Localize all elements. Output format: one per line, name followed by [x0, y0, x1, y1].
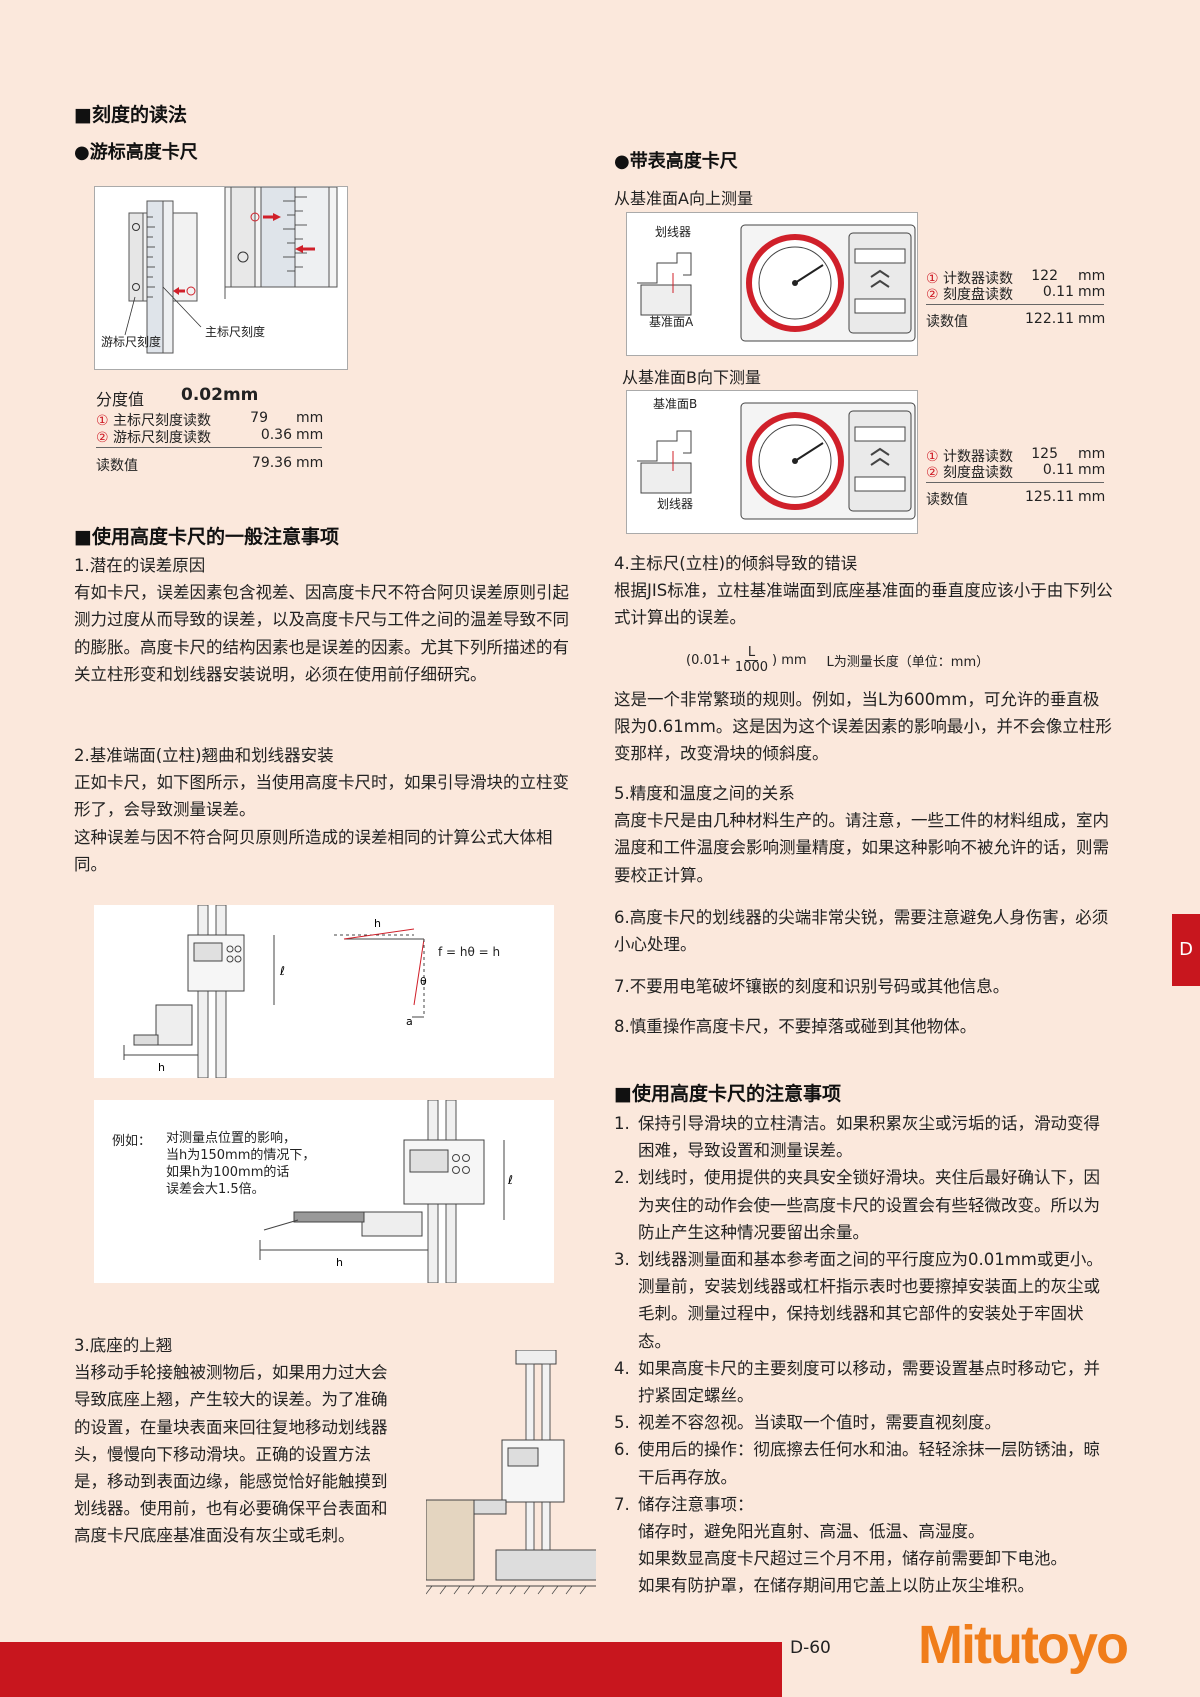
scriber-label-a: 划线器	[655, 225, 692, 239]
s2-text-1: 正如卡尺，如下图所示，当使用高度卡尺时，如果引导滑块的立柱变形了，会导致测量误差…	[74, 773, 569, 820]
resolution-label: 分度值	[96, 390, 145, 409]
perpendicularity-formula: (0.01+ L 1000 ) mm L为测量长度（单位：mm）	[686, 644, 990, 675]
s2-text-2: 这种误差与因不符合阿贝原则所造成的误差相同的计算公式大体相同。	[74, 827, 553, 874]
s5-title: 5.精度和温度之间的关系	[614, 784, 795, 803]
column-deformation-figure: h ℓ h θ a f = hθ = h	[94, 904, 554, 1079]
s5-text: 高度卡尺是由几种材料生产的。请注意，一些工件的材料组成，室内温度和工件温度会影响…	[614, 811, 1109, 885]
reading-divider	[96, 447, 322, 448]
section-7: 7.不要用电笔破坏镶嵌的刻度和识别号码或其他信息。	[614, 977, 1010, 996]
section-4: 4.主标尺(立柱)的倾斜导致的错误 根据JIS标准，立柱基准端面到底座基准面的垂…	[614, 550, 1114, 632]
s3-title: 3.底座的上翘	[74, 1336, 173, 1355]
base-lift-figure	[425, 1349, 617, 1600]
dial-figure-b: 基准面B 划线器	[626, 390, 918, 534]
s1-text: 有如卡尺，误差因素包含视差、因高度卡尺不符合阿贝误差原则引起测力过度从而导致的误…	[74, 583, 569, 684]
caution-item-5: 5.视差不容忽视。当读取一个值时，需要直视刻度。	[614, 1413, 1001, 1433]
svg-text:ℓ: ℓ	[507, 1173, 513, 1187]
footer-red-bar	[0, 1642, 782, 1697]
vernier-scale-label: 游标尺刻度	[101, 335, 162, 349]
storage-line-3: 如果有防护罩，在储存期间用它盖上以防止灰尘堆积。	[638, 1576, 1034, 1596]
caution-item-7: 7.储存注意事项：	[614, 1494, 754, 1514]
s1-title: 1.潜在的误差原因	[74, 556, 206, 575]
storage-lines: 储存时，避免阳光直射、高温、低温、高湿度。 如果数显高度卡尺超过三个月不用，储存…	[614, 1518, 1114, 1600]
example-label: 例如：	[112, 1134, 152, 1149]
dial-reading-table-b: ① 计数器读数 125 mm ② 刻度盘读数 0.11 mm 读数值 125.1…	[926, 446, 1106, 508]
mitutoyo-logo: Mitutoyo	[918, 1615, 1129, 1675]
dial-reading-divider-a	[926, 304, 1104, 305]
caution-item-2: 2.划线时，使用提供的夹具安全锁好滑块。夹住后最好确认下，因为夹住的动作会使一些…	[614, 1168, 1100, 1242]
scriber-label-b: 划线器	[657, 497, 694, 511]
svg-text:h: h	[336, 1256, 343, 1269]
general-section-2: 2.基准端面(立柱)翘曲和划线器安装 正如卡尺，如下图所示，当使用高度卡尺时，如…	[74, 742, 574, 878]
reference-a-label: 基准面A	[649, 315, 694, 329]
resolution-value: 0.02mm	[181, 385, 259, 405]
cautions-list: 1.保持引导滑块的立柱清洁。如果积累灰尘或污垢的话，滑动变得困难，导致设置和测量…	[614, 1110, 1114, 1600]
s4-text: 根据JIS标准，立柱基准端面到底座基准面的垂直度应该小于由下列公式计算出的误差。	[614, 581, 1113, 628]
reference-b-label: 基准面B	[653, 397, 698, 411]
general-section-1: 1.潜在的误差原因 有如卡尺，误差因素包含视差、因高度卡尺不符合阿贝误差原则引起…	[74, 552, 574, 688]
svg-text:a: a	[406, 1015, 413, 1028]
dial-reading-dial-b: ② 刻度盘读数 0.11 mm	[926, 462, 1106, 481]
measure-down-from-b: 从基准面B向下测量	[622, 368, 761, 387]
section-5: 5.精度和温度之间的关系 高度卡尺是由几种材料生产的。请注意，一些工件的材料组成…	[614, 780, 1114, 889]
vernier-reading-table: ① 主标尺刻度读数 79 mm ② 游标尺刻度读数 0.36 mm 读数值 79…	[96, 410, 324, 474]
section-title-reading: ■刻度的读法	[74, 104, 187, 126]
svg-text:h: h	[374, 917, 381, 930]
dial-reading-counter-a: ① 计数器读数 122 mm	[926, 268, 1106, 287]
section-title-general-notes: ■使用高度卡尺的一般注意事项	[74, 526, 339, 548]
section-4-text-2: 这是一个非常繁琐的规则。例如，当L为600mm，可允许的垂直极限为0.61mm。…	[614, 690, 1112, 764]
svg-text:θ: θ	[420, 975, 427, 988]
storage-line-1: 储存时，避免阳光直射、高温、低温、高湿度。	[638, 1522, 985, 1542]
measure-up-from-a: 从基准面A向上测量	[614, 189, 753, 208]
storage-line-2: 如果数显高度卡尺超过三个月不用，储存前需要卸下电池。	[638, 1549, 1067, 1569]
caution-item-4: 4.如果高度卡尺的主要刻度可以移动，需要设置基点时移动它，并拧紧固定螺丝。	[614, 1358, 1100, 1406]
measuring-point-example-figure: h ℓ 例如： 对测量点位置的影响， 当h为150mm的情况下， 如果h为100…	[94, 1099, 554, 1284]
dial-reading-dial-a: ② 刻度盘读数 0.11 mm	[926, 284, 1106, 303]
dial-reading-total-b: 读数值 125.11 mm	[926, 489, 1106, 508]
reading-row-total: 读数值 79.36 mm	[96, 455, 324, 474]
svg-text:h: h	[158, 1061, 165, 1074]
vernier-scale-figure: 游标尺刻度 主标尺刻度	[94, 186, 348, 370]
section-8: 8.慎重操作高度卡尺，不要掉落或碰到其他物体。	[614, 1017, 977, 1036]
caution-item-6: 6.使用后的操作：彻底擦去任何水和油。轻轻涂抹一层防锈油，晾干后再存放。	[614, 1440, 1100, 1487]
dial-reading-divider-b	[926, 482, 1104, 483]
formula-fraction: L 1000	[734, 644, 769, 675]
subtitle-vernier-height-gauge: ●游标高度卡尺	[74, 142, 198, 163]
caution-item-1: 1.保持引导滑块的立柱清洁。如果积累灰尘或污垢的话，滑动变得困难，导致设置和测量…	[614, 1114, 1100, 1161]
section-tab-d[interactable]: D	[1172, 914, 1200, 986]
dial-reading-counter-b: ① 计数器读数 125 mm	[926, 446, 1106, 465]
caution-item-3: 3.划线器测量面和基本参考面之间的平行度应为0.01mm或更小。测量前，安装划线…	[614, 1250, 1103, 1351]
svg-text:ℓ: ℓ	[279, 964, 285, 978]
dial-reading-table-a: ① 计数器读数 122 mm ② 刻度盘读数 0.11 mm 读数值 122.1…	[926, 268, 1106, 330]
reading-row-main: ① 主标尺刻度读数 79 mm	[96, 410, 324, 429]
general-section-3: 3.底座的上翘 当移动手轮接触被测物后，如果用力过大会导致底座上翘，产生较大的误…	[74, 1332, 402, 1550]
dial-figure-a: 划线器 基准面A	[626, 212, 918, 356]
subtitle-dial-height-gauge: ●带表高度卡尺	[614, 151, 738, 172]
section-title-cautions: ■使用高度卡尺的注意事项	[614, 1083, 841, 1105]
main-scale-label: 主标尺刻度	[205, 325, 266, 339]
s3-text: 当移动手轮接触被测物后，如果用力过大会导致底座上翘，产生较大的误差。为了准确的设…	[74, 1363, 388, 1546]
page-number: D-60	[790, 1638, 831, 1658]
dial-reading-total-a: 读数值 122.11 mm	[926, 311, 1106, 330]
example-text: 对测量点位置的影响， 当h为150mm的情况下， 如果h为100mm的话 误差会…	[166, 1131, 316, 1197]
reading-row-vernier: ② 游标尺刻度读数 0.36 mm	[96, 427, 324, 446]
section-6: 6.高度卡尺的划线器的尖端非常尖锐，需要注意避免人身伤害，必须小心处理。	[614, 908, 1109, 955]
s4-title: 4.主标尺(立柱)的倾斜导致的错误	[614, 554, 858, 573]
formula-f: f = hθ = h	[438, 945, 501, 959]
s2-title: 2.基准端面(立柱)翘曲和划线器安装	[74, 746, 334, 765]
